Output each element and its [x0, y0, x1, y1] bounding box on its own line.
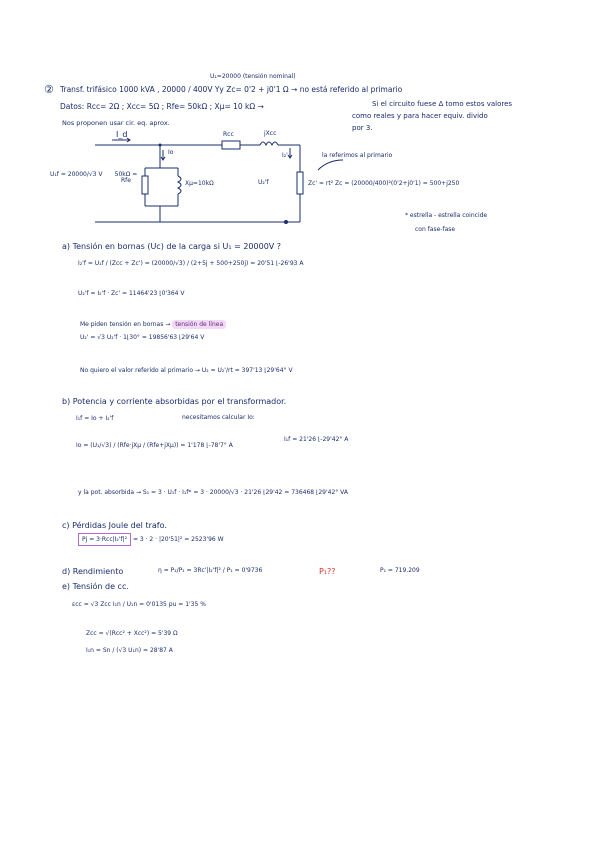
- circuit-label-u2: U₂'f: [258, 179, 269, 186]
- section-a-eq-1: I₂'f = U₁f / (Zcc + Zc') = (20000/√3) / …: [78, 260, 304, 267]
- circuit-label-jxcc: jXcc: [264, 130, 277, 137]
- circuit-label-zc: Zc' = rt² Zc = (20000/400)²(0'2+j0'1) = …: [308, 180, 460, 187]
- section-a-note-text: Me piden tensión en bornas →: [80, 321, 171, 328]
- section-d-p1: P₁ = 719.209: [380, 567, 420, 574]
- circuit-note-star: * estrella - estrella coincide: [405, 212, 488, 219]
- problem-delta-note-2: como reales y para hacer equiv. divido: [352, 112, 488, 120]
- section-b-need-note: necesitamos calcular Io:: [182, 414, 255, 421]
- circuit-label-id: I_d: [116, 130, 128, 139]
- section-b-title: b) Potencia y corriente absorbidas por e…: [62, 397, 287, 406]
- section-e-title: e) Tensión de cc.: [62, 582, 129, 591]
- circuit-label-xmu: Xμ=10kΩ: [185, 180, 214, 187]
- problem-line-3: Nos proponen usar cir. eq. aprox.: [62, 119, 170, 127]
- circuit-label-i2: I₂': [282, 152, 288, 159]
- nominal-voltage-note: U₁=20000 (tensión nominal): [210, 73, 296, 80]
- circuit-label-rcc: Rcc: [223, 131, 234, 138]
- section-b-eq-4: y la pot. absorbida → S₁ = 3 · U₁f · I₁f…: [78, 489, 349, 496]
- section-d-question: P₁??: [319, 567, 336, 576]
- section-d-eq: η = P₂/P₁ = 3Rc'|I₂'f|² / P₁ = 0'9736: [158, 567, 263, 574]
- section-c-boxed-term: Pj = 3·Rcc|I₂'f|²: [78, 533, 132, 546]
- circuit-note-referred: la referimos al primario: [322, 152, 393, 159]
- circuit-note-star-2: con fase-fase: [415, 226, 456, 233]
- section-c-eq-result: = 3 · 2 · |20'51|² = 2523'96 W: [132, 536, 224, 543]
- problem-delta-note-1: Si el circuito fuese Δ tomo estos valore…: [372, 100, 513, 108]
- problem-delta-note-3: por 3.: [352, 124, 373, 132]
- circuit-label-rfe: 50kΩ = Rfe: [114, 171, 138, 184]
- section-a-eq-3: U₂' = √3 U₂'f · 1⌊30° = 19856'63 ⌊29'64 …: [80, 334, 205, 341]
- section-a-eq-2: U₂'f = I₂'f · Zc' = 11464'23 ⌊0'364 V: [78, 290, 185, 297]
- section-a-title: a) Tensión en bornas (Uc) de la carga si…: [62, 242, 282, 251]
- section-a-note: Me piden tensión en bornas → tensión de …: [80, 320, 227, 329]
- section-d-title: d) Rendimiento: [62, 567, 124, 576]
- section-e-eq-3: I₁n = Sn / (√3 U₁n) = 28'87 A: [86, 647, 173, 654]
- section-b-eq-2: Io = (U₁/√3) / (Rfe·jXμ / (Rfe+jXμ)) = 1…: [76, 442, 233, 449]
- section-b-eq-1: I₁f = Io + I₂'f: [76, 415, 114, 422]
- circuit-label-u1f: U₁f = 20000/√3 V: [50, 171, 103, 178]
- section-c-eq: Pj = 3·Rcc|I₂'f|² = 3 · 2 · |20'51|² = 2…: [78, 533, 224, 546]
- section-a-eq-4: No quiero el valor referido al primario …: [80, 367, 293, 374]
- problem-data-line: Datos: Rcc= 2Ω ; Xcc= 5Ω ; Rfe= 50kΩ ; X…: [60, 102, 264, 111]
- problem-number: ②: [44, 83, 54, 96]
- circuit-label-io: Io: [168, 149, 174, 156]
- problem-line-1: Transf. trifásico 1000 kVA , 20000 / 400…: [60, 85, 403, 94]
- section-c-title: c) Pérdidas Joule del trafo.: [62, 521, 167, 530]
- section-e-eq-2: Zcc = √(Rcc² + Xcc²) = 5'39 Ω: [86, 630, 178, 637]
- section-e-eq-1: εcc = √3 Zcc I₁n / U₁n = 0'0135 pu = 1'3…: [72, 601, 206, 608]
- section-a-highlight: tensión de línea: [172, 320, 227, 329]
- section-b-eq-3: I₁f = 21'26 ⌊-29'42° A: [284, 436, 349, 443]
